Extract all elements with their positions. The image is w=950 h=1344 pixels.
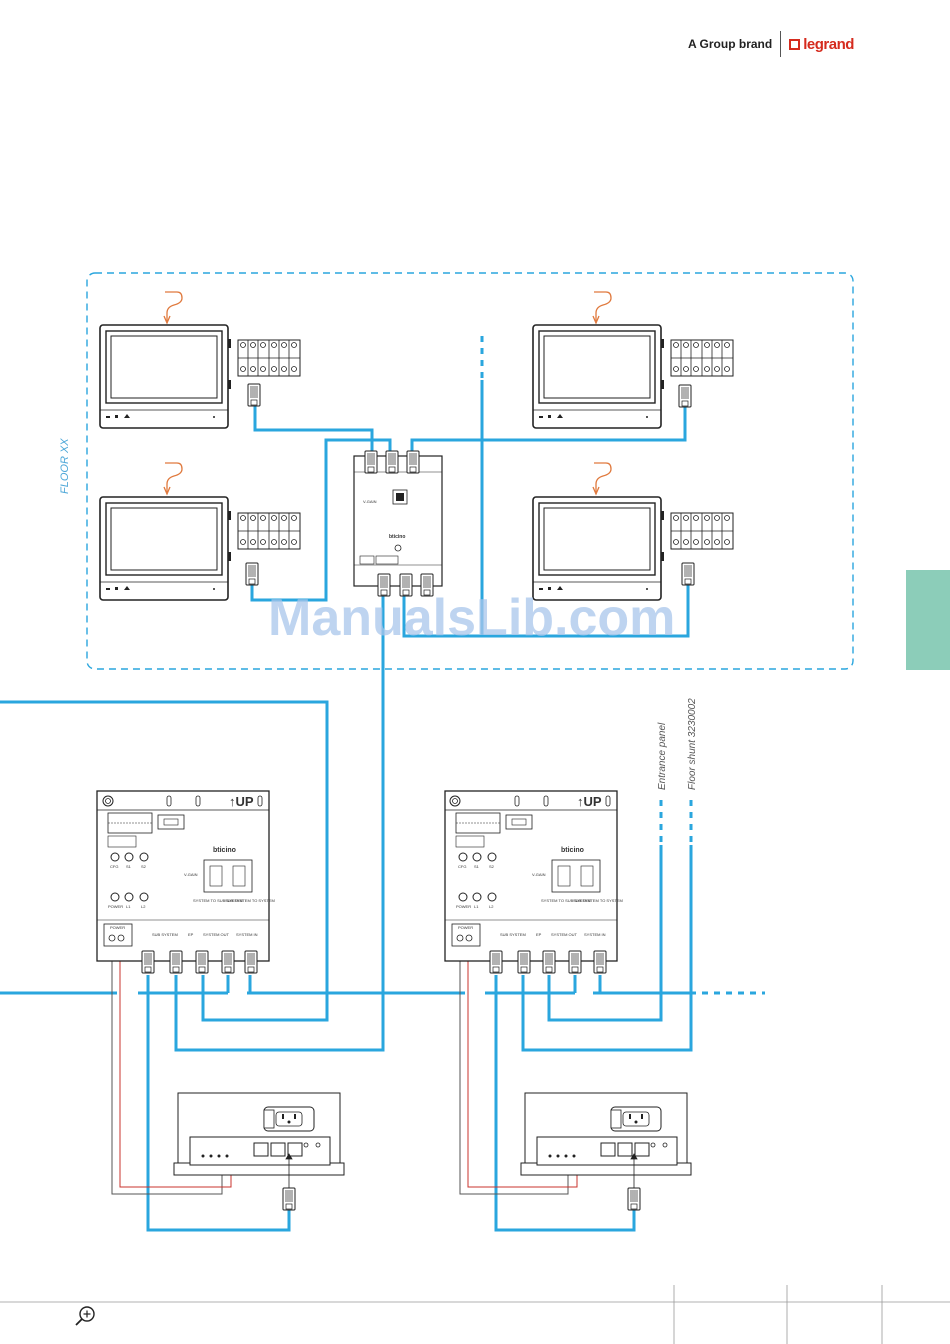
header-divider: [780, 31, 782, 57]
svg-text:↑UP: ↑UP: [229, 794, 254, 809]
svg-text:SUB SYSTEM TO SYSTEM: SUB SYSTEM TO SYSTEM: [225, 898, 275, 903]
floor-distributor: bticino V-GAIN: [353, 450, 443, 597]
svg-text:V-GAIN: V-GAIN: [532, 872, 546, 877]
svg-text:S1: S1: [126, 864, 132, 869]
svg-text:L1: L1: [474, 904, 479, 909]
svg-text:S2: S2: [141, 864, 147, 869]
logo-text: legrand: [803, 35, 854, 53]
footer-lines: [0, 1285, 950, 1344]
svg-text:L2: L2: [489, 904, 494, 909]
logo-mark: [789, 38, 801, 50]
svg-text:POWER: POWER: [458, 925, 473, 930]
svg-text:CFG: CFG: [110, 864, 118, 869]
svg-text:S2: S2: [489, 864, 495, 869]
watermark: ManualsLib.com: [268, 589, 676, 647]
video-handset-bottom-left: [99, 462, 301, 601]
dashed-cable-ends: [480, 336, 765, 995]
interface-right: ↑UP CFG S1 S2 POWER L1 L2 bticino V-GAIN…: [444, 790, 623, 974]
power-supply-right: [520, 1092, 692, 1211]
floor-shunt-label: Floor shunt 3230002: [687, 698, 698, 790]
svg-text:SYSTEM TO SUB SYSTEM: SYSTEM TO SUB SYSTEM: [541, 898, 591, 903]
svg-text:SYSTEM IN: SYSTEM IN: [584, 932, 606, 937]
svg-text:SYSTEM TO SUB SYSTEM: SYSTEM TO SUB SYSTEM: [193, 898, 243, 903]
svg-text:V-GAIN: V-GAIN: [184, 872, 198, 877]
svg-text:↑UP: ↑UP: [577, 794, 602, 809]
svg-text:bticino: bticino: [389, 534, 405, 540]
brand-text: A Group brand: [688, 37, 773, 51]
svg-text:bticino: bticino: [561, 847, 584, 854]
psu-connection-arrows: [285, 1153, 638, 1188]
svg-text:SUB SYSTEM: SUB SYSTEM: [500, 932, 526, 937]
svg-text:V-GAIN: V-GAIN: [363, 499, 377, 504]
svg-text:CFG: CFG: [458, 864, 466, 869]
interface-left: ↑UP CFG S1 S2 POWER L1 L2 bticino V-GAIN…: [96, 790, 275, 974]
svg-text:EP: EP: [188, 932, 194, 937]
svg-text:EP: EP: [536, 932, 542, 937]
svg-text:S1: S1: [474, 864, 480, 869]
svg-text:SUB SYSTEM: SUB SYSTEM: [152, 932, 178, 937]
svg-text:L1: L1: [126, 904, 131, 909]
svg-text:bticino: bticino: [213, 847, 236, 854]
svg-text:POWER: POWER: [108, 904, 123, 909]
zoom-in-icon[interactable]: [74, 1305, 96, 1332]
section-tab: [906, 570, 950, 670]
svg-text:POWER: POWER: [110, 925, 125, 930]
floor-boundary: [86, 272, 854, 670]
video-handset-top-left: [99, 291, 301, 429]
svg-text:POWER: POWER: [456, 904, 471, 909]
svg-text:SYSTEM OUT: SYSTEM OUT: [203, 932, 230, 937]
header: A Group brand legrand: [688, 31, 854, 57]
video-handset-top-right: [532, 291, 734, 429]
svg-text:SYSTEM OUT: SYSTEM OUT: [551, 932, 578, 937]
entrance-panel-label: Entrance panel: [657, 722, 668, 790]
video-handset-bottom-right: [532, 462, 734, 601]
power-supply-left: [173, 1092, 345, 1211]
svg-text:SYSTEM IN: SYSTEM IN: [236, 932, 258, 937]
legrand-logo-icon: legrand: [789, 36, 854, 53]
bus-cables: [0, 380, 693, 1232]
svg-text:SUB SYSTEM TO SYSTEM: SUB SYSTEM TO SYSTEM: [573, 898, 623, 903]
floor-label: FLOOR XX: [59, 438, 71, 494]
svg-text:L2: L2: [141, 904, 146, 909]
